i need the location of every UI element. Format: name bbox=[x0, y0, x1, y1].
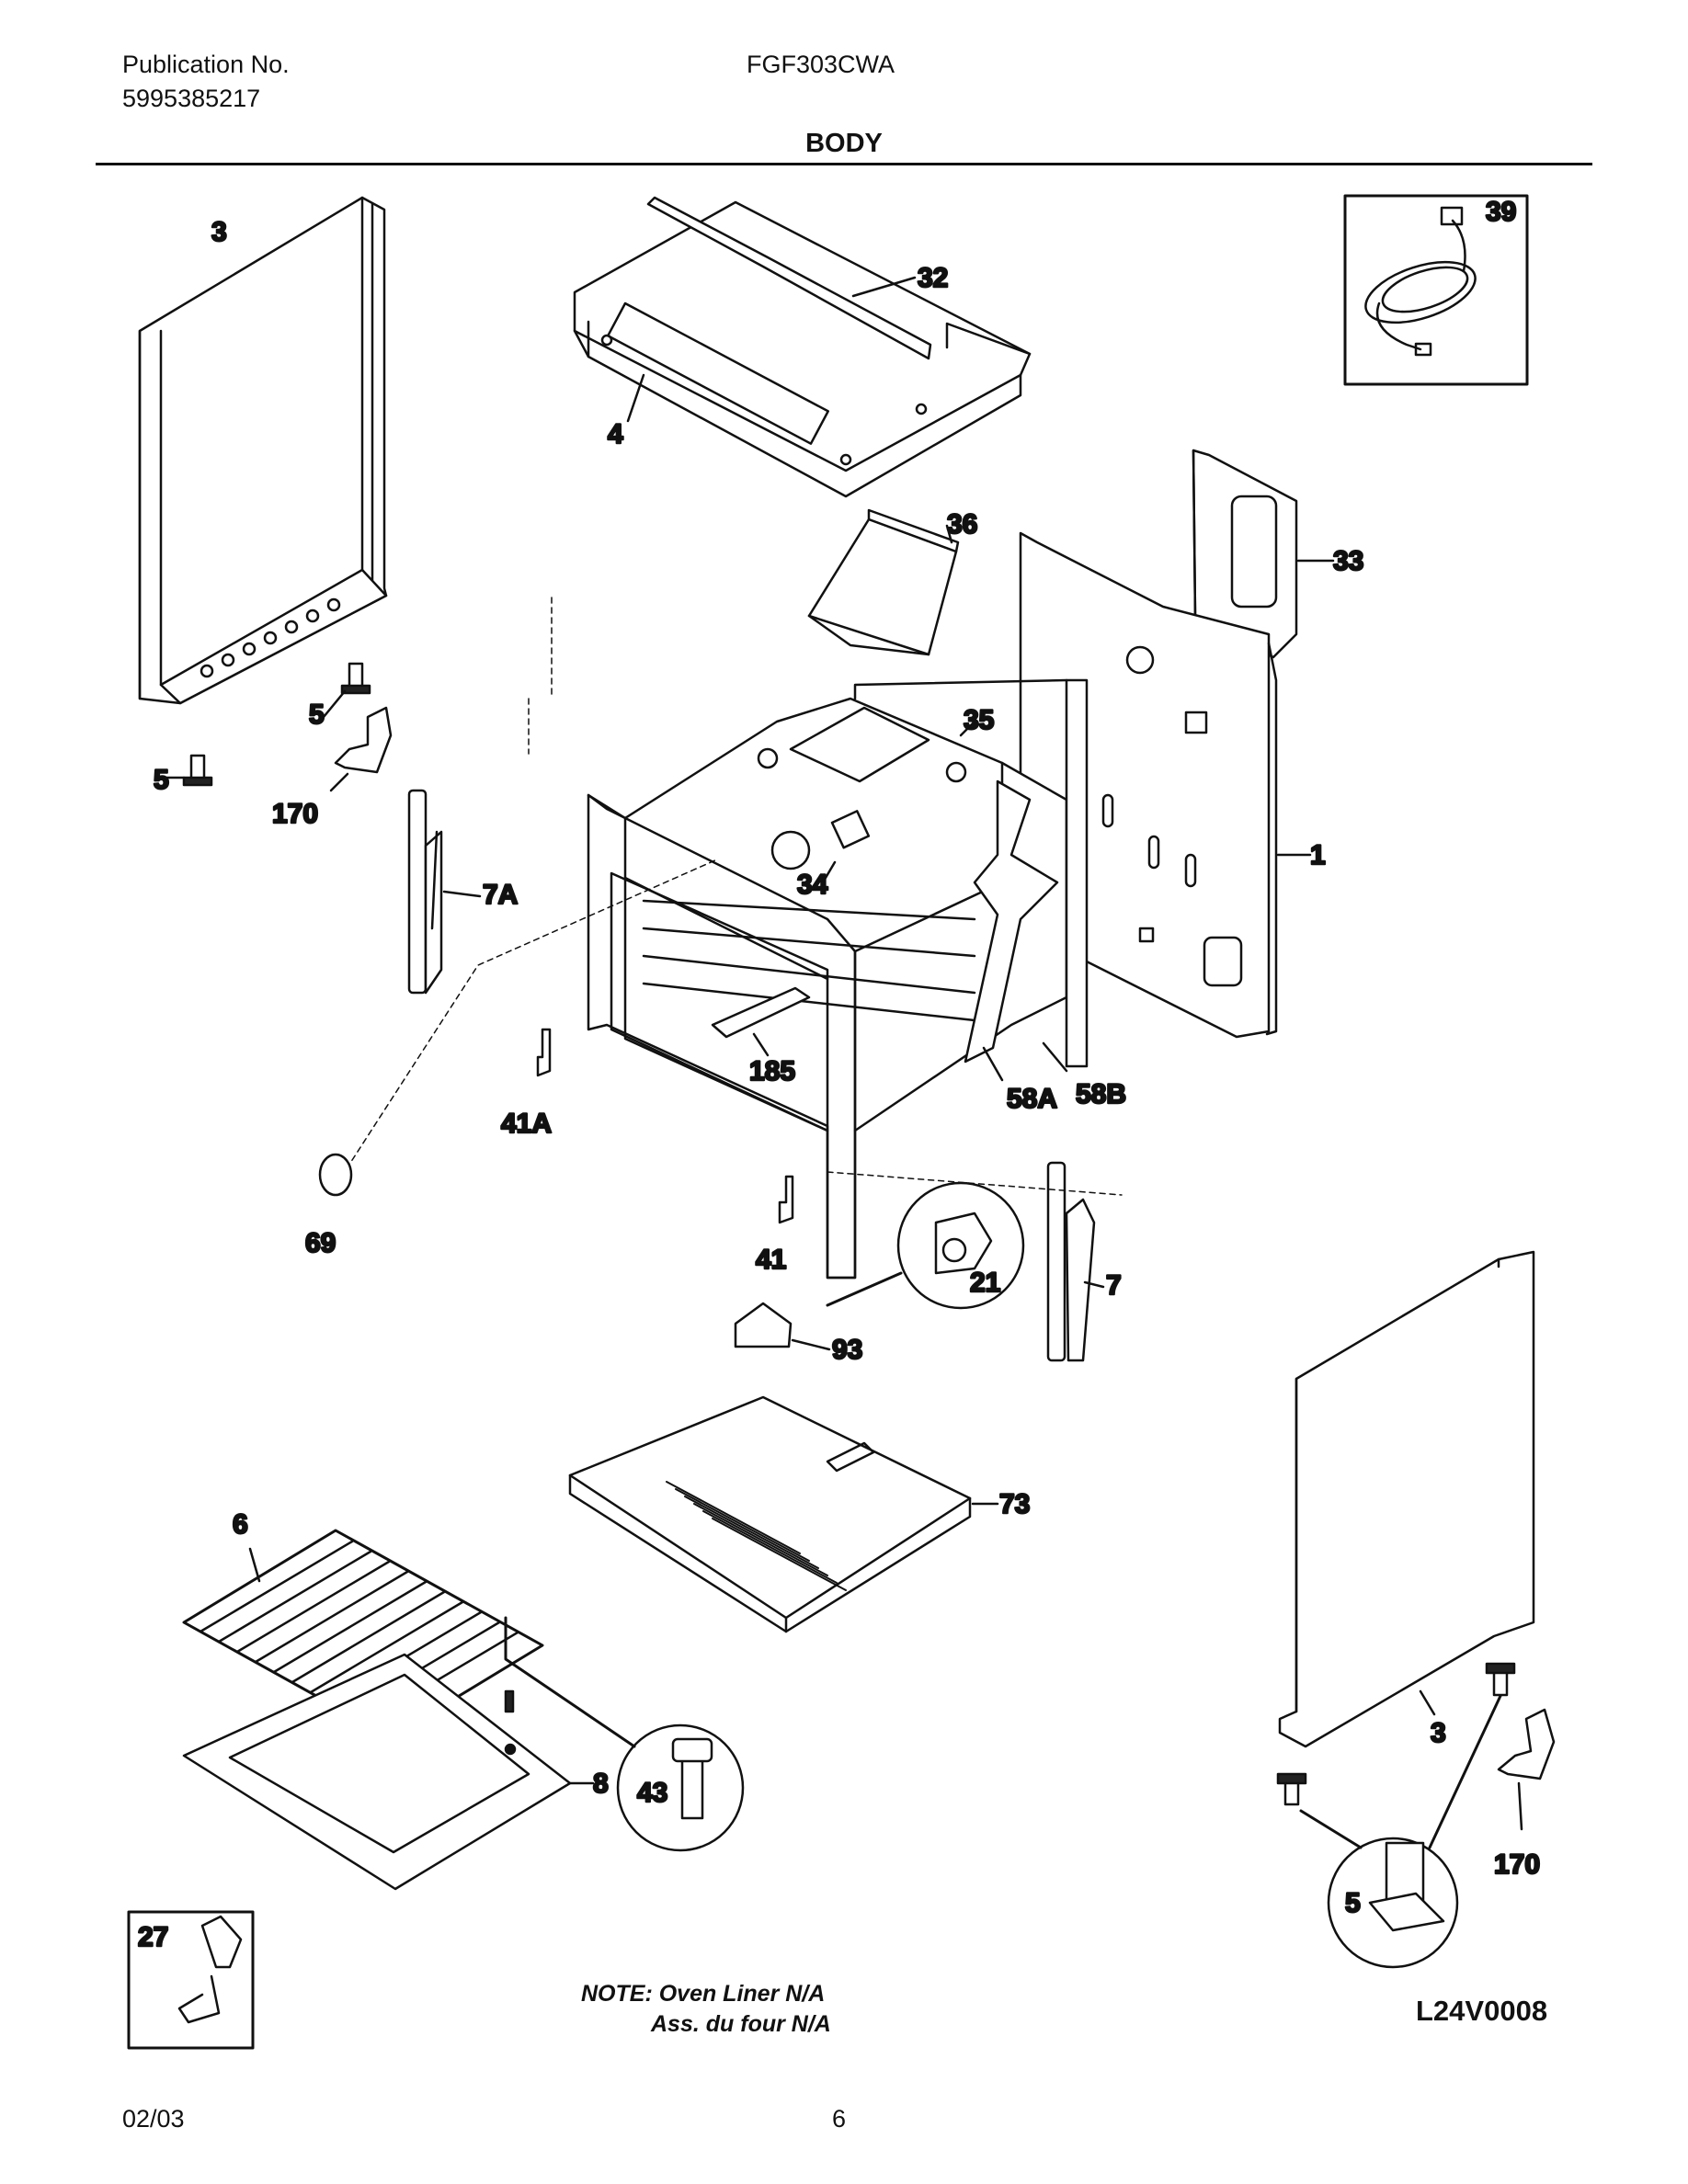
callout-33: 33 bbox=[1333, 546, 1363, 576]
callout-27: 27 bbox=[138, 1922, 168, 1952]
callout-3-left: 3 bbox=[211, 217, 227, 247]
callout-5-inset: 5 bbox=[1345, 1888, 1361, 1918]
publication-label: Publication No. bbox=[122, 51, 290, 78]
publication-number: 5995385217 bbox=[122, 85, 261, 112]
callout-170-left: 170 bbox=[272, 799, 318, 829]
leader-7 bbox=[1083, 1280, 1105, 1289]
callout-36: 36 bbox=[947, 509, 977, 540]
leader-3b bbox=[1419, 1689, 1436, 1716]
callout-labels: 3 32 4 39 36 33 5 5 170 35 34 1 7A 185 4… bbox=[137, 196, 1542, 1954]
leader-34 bbox=[821, 860, 837, 884]
part-bottom-panel bbox=[568, 1395, 972, 1633]
leader-32 bbox=[851, 276, 917, 298]
part-handle-bracket bbox=[711, 986, 811, 1039]
callout-39: 39 bbox=[1486, 197, 1516, 227]
header-divider bbox=[96, 163, 1592, 165]
note-line-2: Ass. du four N/A bbox=[651, 2011, 831, 2037]
callout-58a: 58A bbox=[1007, 1084, 1057, 1114]
callout-185: 185 bbox=[749, 1056, 795, 1086]
leader-43 bbox=[504, 1616, 636, 1748]
page-title: BODY bbox=[805, 129, 883, 158]
callout-32: 32 bbox=[918, 263, 948, 293]
callout-170-right: 170 bbox=[1494, 1849, 1540, 1880]
leader-35 bbox=[959, 720, 976, 737]
part-rear-shield bbox=[1192, 449, 1298, 659]
leader-170a bbox=[329, 772, 349, 792]
callout-6: 6 bbox=[233, 1509, 248, 1540]
part-side-panel-right bbox=[1278, 1250, 1535, 1748]
part-plug bbox=[318, 1153, 353, 1197]
callout-43: 43 bbox=[637, 1778, 667, 1808]
leader-170b bbox=[1517, 1781, 1523, 1831]
callout-34: 34 bbox=[797, 870, 828, 900]
part-hinge-right bbox=[1046, 1161, 1096, 1362]
leader-185 bbox=[752, 1032, 770, 1057]
part-hinge-left bbox=[407, 789, 443, 995]
diagram-code: L24V0008 bbox=[1416, 1995, 1548, 2027]
footer-date: 02/03 bbox=[122, 2105, 185, 2133]
part-oven-cavity bbox=[587, 678, 1089, 1280]
part-anti-tip-bracket-right bbox=[1497, 1708, 1556, 1780]
part-hinge-receiver-41 bbox=[778, 1175, 794, 1224]
callout-21: 21 bbox=[970, 1268, 1000, 1298]
callout-4: 4 bbox=[608, 419, 623, 449]
footer-page-number: 6 bbox=[832, 2105, 847, 2133]
callout-8: 8 bbox=[593, 1769, 609, 1799]
part-vent-deflector bbox=[807, 508, 960, 656]
callout-1: 1 bbox=[1310, 840, 1326, 870]
callout-5-lower: 5 bbox=[154, 765, 169, 795]
callout-5-upper: 5 bbox=[309, 700, 325, 730]
callout-41a: 41A bbox=[501, 1109, 552, 1139]
leader-6 bbox=[248, 1547, 261, 1583]
callout-7a: 7A bbox=[483, 880, 518, 910]
part-hinge-receiver-41a bbox=[536, 1028, 552, 1077]
leader-21 bbox=[826, 1271, 903, 1307]
note-line-1: NOTE: Oven Liner N/A bbox=[581, 1981, 826, 2007]
callout-69: 69 bbox=[305, 1228, 336, 1258]
leader-4 bbox=[626, 373, 645, 423]
part-anti-tip-bracket-left bbox=[334, 706, 393, 774]
callout-41: 41 bbox=[756, 1245, 786, 1275]
callout-58b: 58B bbox=[1076, 1079, 1126, 1109]
leader-7a bbox=[442, 890, 482, 898]
leader-5a bbox=[322, 689, 347, 719]
part-side-panel-left bbox=[138, 196, 388, 705]
part-leveler-screws-left bbox=[182, 662, 371, 787]
callout-73: 73 bbox=[999, 1489, 1030, 1519]
callout-7: 7 bbox=[1106, 1270, 1122, 1301]
callout-3-right: 3 bbox=[1431, 1718, 1446, 1748]
part-top-frame bbox=[573, 196, 1032, 498]
leader-58a bbox=[982, 1046, 1004, 1082]
leader-58b bbox=[1042, 1041, 1068, 1073]
model-number: FGF303CWA bbox=[747, 51, 895, 78]
part-grommet bbox=[734, 1302, 793, 1348]
leader-93 bbox=[791, 1338, 831, 1351]
callout-35: 35 bbox=[964, 705, 994, 735]
leader-36 bbox=[945, 524, 953, 544]
callout-93: 93 bbox=[832, 1335, 862, 1365]
part-oven-bottom-tray bbox=[182, 1653, 572, 1891]
part-power-cord-inset bbox=[1343, 194, 1529, 386]
